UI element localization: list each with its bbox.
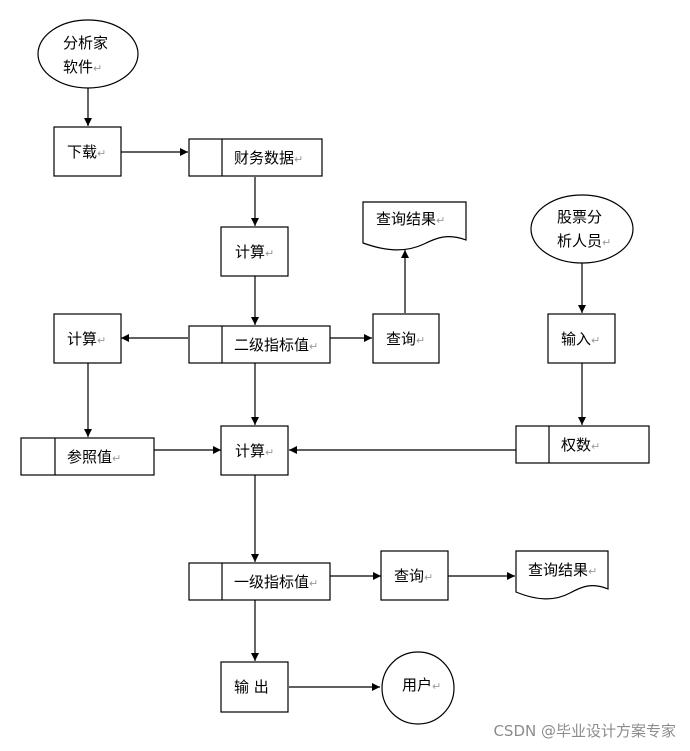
node-output-label: 输 出 — [234, 678, 269, 696]
node-compute-left: 计算↵ — [53, 313, 122, 364]
node-reference: 参照值↵ — [20, 437, 155, 476]
return-mark-icon: ↵ — [436, 214, 445, 227]
svg-text:下载↵: 下载↵ — [67, 143, 106, 161]
node-query-result-bottom-label: 查询结果 — [528, 561, 588, 579]
return-mark-icon: ↵ — [588, 565, 597, 578]
node-analyst-software: 分析家 软件↵ — [37, 19, 139, 89]
svg-text:输入↵: 输入↵ — [561, 330, 600, 348]
node-stock-analyst-line1: 股票分 — [557, 208, 602, 226]
return-mark-icon: ↵ — [265, 247, 274, 260]
node-query-top-label: 查询 — [386, 330, 416, 348]
return-mark-icon: ↵ — [591, 440, 600, 453]
watermark: CSDN @毕业设计方案专家 — [493, 722, 676, 740]
return-mark-icon: ↵ — [97, 334, 106, 347]
return-mark-icon: ↵ — [309, 340, 318, 353]
node-query-result-top-label: 查询结果 — [376, 210, 436, 228]
svg-text:一级指标值↵: 一级指标值↵ — [234, 573, 318, 591]
node-download-label: 下载 — [67, 143, 97, 161]
svg-text:二级指标值↵: 二级指标值↵ — [234, 336, 318, 354]
node-query-top: 查询↵ — [372, 313, 440, 364]
svg-text:财务数据↵: 财务数据↵ — [234, 149, 303, 167]
svg-text:查询↵: 查询↵ — [386, 330, 425, 348]
node-stock-analyst: 股票分 析人员↵ — [530, 194, 634, 264]
return-mark-icon: ↵ — [265, 446, 274, 459]
node-reference-label: 参照值 — [67, 448, 112, 466]
return-mark-icon: ↵ — [97, 147, 106, 160]
node-query-bottom-label: 查询 — [394, 567, 424, 585]
node-primary-index: 一级指标值↵ — [188, 562, 331, 601]
return-mark-icon: ↵ — [432, 680, 441, 693]
svg-text:查询结果↵: 查询结果↵ — [528, 561, 597, 579]
node-analyst-software-line1: 分析家 — [63, 34, 108, 52]
node-analyst-software-line2: 软件 — [63, 58, 93, 76]
node-compute-left-label: 计算 — [67, 330, 97, 348]
return-mark-icon: ↵ — [424, 571, 433, 584]
node-financial-data-label: 财务数据 — [234, 149, 294, 167]
node-compute-center-label: 计算 — [235, 442, 265, 460]
node-download: 下载↵ — [53, 126, 122, 177]
svg-text:计算↵: 计算↵ — [235, 442, 274, 460]
node-compute-1: 计算↵ — [220, 226, 289, 277]
node-financial-data: 财务数据↵ — [188, 138, 323, 177]
node-compute-1-label: 计算 — [235, 243, 265, 261]
return-mark-icon: ↵ — [309, 577, 318, 590]
node-output: 输 出 — [220, 661, 289, 713]
return-mark-icon: ↵ — [294, 153, 303, 166]
node-secondary-index-label: 二级指标值 — [234, 336, 309, 354]
svg-text:用户↵: 用户↵ — [402, 676, 441, 694]
return-mark-icon: ↵ — [112, 452, 121, 465]
svg-text:计算↵: 计算↵ — [67, 330, 106, 348]
svg-text:参照值↵: 参照值↵ — [67, 448, 121, 466]
node-user: 用户↵ — [381, 651, 455, 725]
svg-text:计算↵: 计算↵ — [235, 243, 274, 261]
node-weights-label: 权数 — [561, 436, 591, 454]
svg-text:软件↵: 软件↵ — [63, 58, 102, 76]
node-user-label: 用户 — [402, 676, 432, 694]
node-secondary-index: 二级指标值↵ — [188, 325, 331, 364]
return-mark-icon: ↵ — [93, 62, 102, 75]
svg-text:权数↵: 权数↵ — [561, 436, 600, 454]
edges — [84, 88, 586, 691]
node-input: 输入↵ — [547, 313, 616, 364]
svg-text:查询结果↵: 查询结果↵ — [376, 210, 445, 228]
node-primary-index-label: 一级指标值 — [234, 573, 309, 591]
node-query-result-top: 查询结果↵ — [362, 201, 467, 251]
node-query-result-bottom: 查询结果↵ — [515, 550, 609, 600]
node-stock-analyst-line2: 析人员 — [557, 232, 602, 250]
node-query-bottom: 查询↵ — [380, 550, 449, 601]
node-weights: 权数↵ — [515, 425, 650, 464]
return-mark-icon: ↵ — [591, 334, 600, 347]
svg-text:查询↵: 查询↵ — [394, 567, 433, 585]
svg-text:析人员↵: 析人员↵ — [557, 232, 611, 250]
node-compute-center: 计算↵ — [220, 425, 289, 476]
return-mark-icon: ↵ — [416, 334, 425, 347]
node-input-label: 输入 — [561, 330, 591, 348]
return-mark-icon: ↵ — [602, 236, 611, 249]
